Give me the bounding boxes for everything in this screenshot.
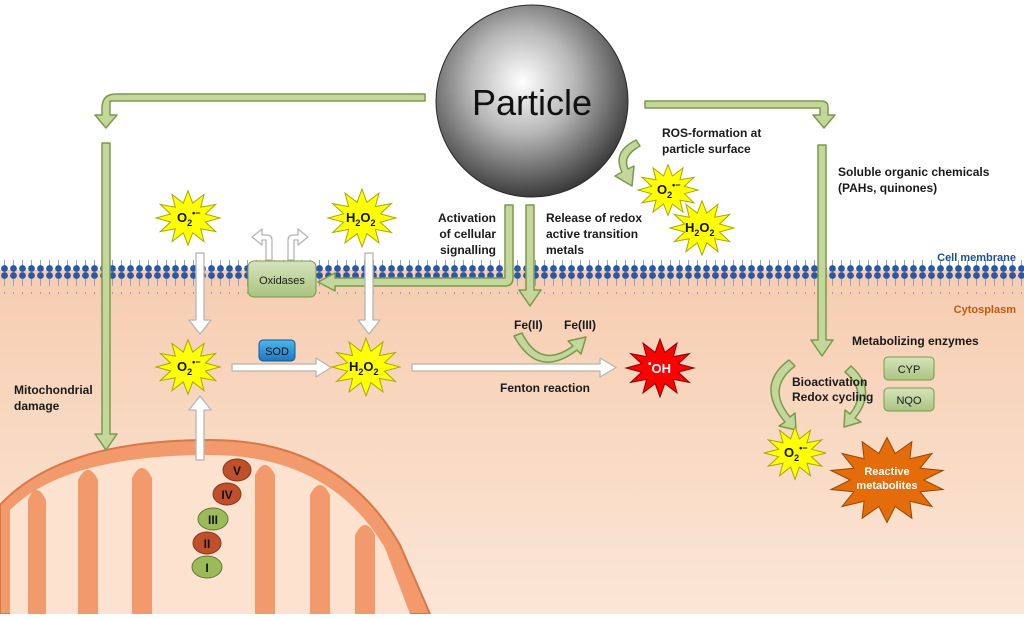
arrow-o2-down: [188, 252, 212, 335]
complex-iii-label: III: [208, 513, 218, 527]
complex-ii-label: II: [204, 537, 211, 551]
arrow-activation: [317, 204, 514, 292]
green-arrows: [94, 93, 867, 451]
arrow-fe-cycle: [513, 332, 587, 363]
arrow-soluble: [810, 144, 834, 357]
complex-i-label: I: [205, 561, 208, 575]
o2-radical-star-metab: [763, 425, 827, 481]
h2o2-label-top: H2O2: [346, 210, 376, 228]
complex-ii: II: [192, 531, 222, 555]
fe2-label: Fe(II): [514, 318, 543, 332]
soluble-chemicals-label: Soluble organic chemicals(PAHs, quinones…: [838, 165, 990, 195]
cyp-label: CYP: [898, 364, 921, 376]
oxidases-label: Oxidases: [259, 275, 305, 287]
o2-radical-label-metab: O2•−: [784, 443, 808, 463]
arrow-left-top: [94, 93, 426, 129]
complex-v-label: V: [233, 464, 241, 478]
white-arrows: [188, 228, 617, 461]
particle-label: Particle: [472, 82, 592, 123]
sod-label: SOD: [265, 346, 289, 358]
cytoplasm-label: Cytosplasm: [954, 304, 1017, 316]
complex-iv-label: IV: [221, 488, 232, 502]
arrow-sod: [231, 357, 332, 378]
complex-i: I: [191, 555, 223, 579]
o2-radical-label-mid: O2•−: [177, 357, 201, 377]
o2-radical-star-mid: [154, 338, 222, 396]
complex-iv: IV: [212, 482, 242, 506]
arrow-h2o2-down: [357, 252, 381, 335]
arrow-mitochondrial: [94, 142, 118, 451]
cyp-box: CYP: [883, 356, 935, 381]
complex-iii: III: [197, 507, 229, 531]
arrow-fenton: [411, 357, 617, 378]
o2-radical-star-surface: [636, 163, 700, 217]
fe3-label: Fe(III): [564, 318, 596, 332]
hydroxyl-label: •OH: [648, 359, 671, 376]
complex-v: V: [222, 458, 252, 482]
star-layer: [154, 163, 945, 524]
h2o2-label-mid: H2O2: [349, 359, 379, 377]
metabolizing-enzymes-label: Metabolizing enzymes: [852, 334, 979, 348]
nqo-box: NQO: [883, 387, 935, 412]
sod-box: SOD: [258, 339, 296, 362]
o2-radical-star-top: [154, 189, 222, 247]
reactive-metabolites-star: [829, 436, 945, 524]
h2o2-star-top: [326, 187, 398, 249]
cell-membrane-label: Cell membrane: [937, 252, 1016, 264]
arrow-mito-up: [188, 395, 212, 461]
hydroxyl-star: [624, 337, 696, 399]
arrow-bio-right: [843, 365, 867, 428]
arrow-ros-curve: [614, 139, 641, 187]
o2-radical-label-surface: O2•−: [657, 180, 681, 200]
h2o2-star-mid: [330, 336, 402, 398]
complex-group: V IV III II I: [191, 458, 252, 579]
star-labels: O2•− H2O2 O2•− H2O2 O2•− H2O2 O2•− •OH R…: [177, 180, 918, 492]
arrow-oxidase-left: [251, 228, 273, 261]
arrow-right-top: [644, 100, 836, 129]
oxidases-box: Oxidases: [247, 260, 317, 298]
h2o2-star-surface: [668, 199, 736, 257]
h2o2-label-surface: H2O2: [685, 220, 715, 238]
arrow-bio-left: [770, 359, 797, 431]
o2-radical-label-top: O2•−: [177, 208, 201, 228]
arrow-release: [518, 204, 542, 307]
particle: Particle: [435, 4, 629, 198]
fenton-reaction-label: Fenton reaction: [500, 381, 590, 395]
arrow-oxidase-right: [287, 228, 309, 261]
nqo-label: NQO: [896, 395, 922, 407]
